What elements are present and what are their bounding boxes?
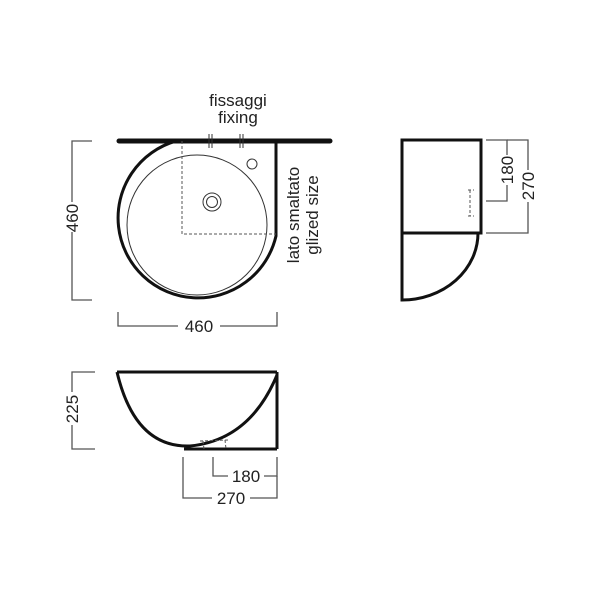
fixing-label-en: fixing <box>218 108 258 127</box>
top-view: fissaggi fixing lato smaltato glized siz… <box>63 91 333 336</box>
side-bowl <box>400 232 480 302</box>
dim-top-height: 460 <box>63 204 82 232</box>
side-body <box>400 138 483 235</box>
fixing-label-it: fissaggi <box>209 91 267 110</box>
front-bowl <box>115 371 279 448</box>
side-hidden-fixing <box>468 189 474 217</box>
dim-line-width <box>117 312 278 327</box>
dim-top-width: 460 <box>185 317 213 336</box>
dim-line-front-height <box>71 371 95 450</box>
dim-side-270: 270 <box>519 172 538 200</box>
basin-bowl <box>126 154 268 296</box>
hidden-corner <box>181 141 276 235</box>
dim-side-180: 180 <box>498 156 517 184</box>
dim-line-height <box>71 140 92 301</box>
front-view: 225 180 270 <box>63 370 279 508</box>
basin-outline <box>116 139 278 300</box>
drain-inner <box>206 196 218 208</box>
tap-hole-icon <box>246 158 258 170</box>
fixing-marks <box>208 134 244 148</box>
glazed-label-en: glized size <box>303 175 322 254</box>
side-view: 180 270 <box>400 138 538 302</box>
dim-line-side-270 <box>486 139 529 234</box>
drain-icon <box>202 192 222 212</box>
dim-front-270: 270 <box>217 489 245 508</box>
dim-front-180: 180 <box>232 467 260 486</box>
glazed-label-it: lato smaltato <box>284 167 303 263</box>
dim-line-front-270 <box>182 457 278 499</box>
dim-front-height: 225 <box>63 395 82 423</box>
front-hidden-fixing <box>199 439 229 450</box>
